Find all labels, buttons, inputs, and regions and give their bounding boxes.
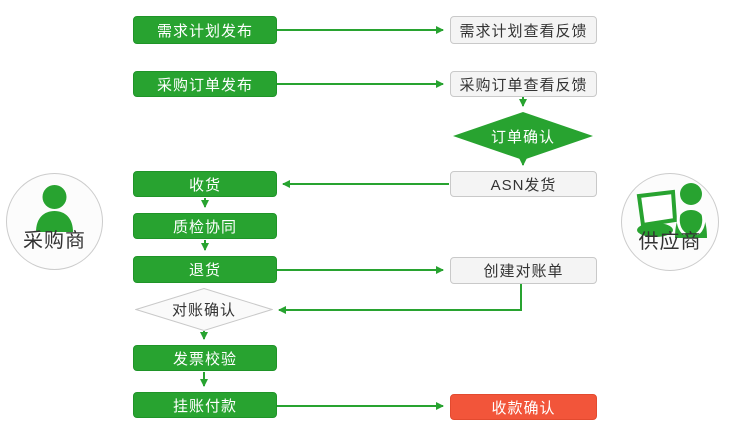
node-order-confirm: 订单确认 [453,112,593,160]
diamond-shape [453,112,593,160]
actor-buyer: 采购商 [6,173,103,270]
node-payment-confirm: 收款确认 [450,394,597,420]
actor-supplier: 供应商 [621,173,719,271]
actor-buyer-label: 采购商 [23,230,86,252]
person-at-computer-icon [636,183,707,238]
diamond-shape [135,288,273,331]
node-invoice-verify: 发票校验 [133,345,277,371]
node-demand-plan-publish: 需求计划发布 [133,16,277,44]
node-asn-ship: ASN发货 [450,171,597,197]
person-bust-icon [36,185,73,232]
node-receive-goods: 收货 [133,171,277,197]
node-book-payment: 挂账付款 [133,392,277,418]
node-return-goods: 退货 [133,256,277,283]
node-statement-confirm: 对账确认 [135,288,273,331]
node-quality-collab: 质检协同 [133,213,277,239]
actor-supplier-label: 供应商 [638,231,702,253]
node-po-feedback: 采购订单查看反馈 [450,71,597,97]
node-create-statement: 创建对账单 [450,257,597,284]
node-demand-plan-feedback: 需求计划查看反馈 [450,16,597,44]
node-statement-confirm-label: 对账确认 [171,302,236,319]
connector-statement-to-confirm [278,284,522,314]
node-po-publish: 采购订单发布 [133,71,277,97]
node-order-confirm-label: 订单确认 [490,128,555,146]
